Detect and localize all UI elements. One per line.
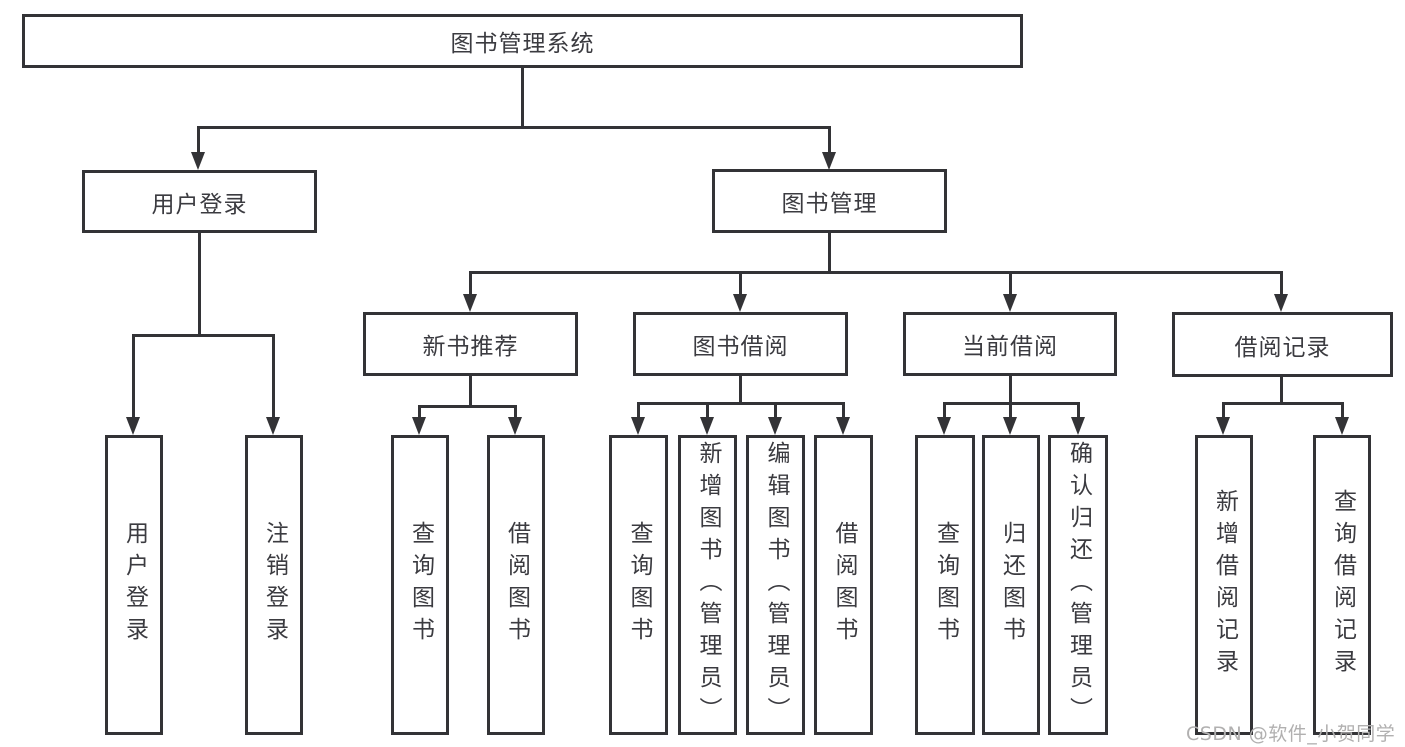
arrowhead-borrow-borrow [836, 417, 850, 435]
leaf-records-query-borrow-record: 查询借阅记录 [1313, 435, 1371, 735]
arrowhead-book-management [822, 152, 836, 170]
connector-book-management-trunk [828, 233, 831, 274]
leaf-label: 确认归还（管理员） [1065, 441, 1092, 729]
connector-drop-leaf-user-login [132, 334, 135, 420]
node-current-borrowing: 当前借阅 [903, 312, 1117, 376]
node-label: 图书管理系统 [450, 31, 595, 57]
leaf-label: 新增借阅记录 [1211, 489, 1238, 681]
csdn-watermark: CSDN @软件_小贺同学 [1186, 723, 1396, 745]
leaf-newbook-query-books: 查询图书 [391, 435, 449, 735]
leaf-current-return-books: 归还图书 [982, 435, 1040, 735]
connector-drop-current-confirm [1077, 402, 1080, 420]
arrowhead-new-book [463, 294, 477, 312]
arrowhead-borrow-edit [768, 417, 782, 435]
connector-login-rail [132, 334, 275, 337]
arrowhead-current-borrowing [1003, 294, 1017, 312]
node-root-library-system: 图书管理系统 [22, 14, 1023, 68]
connector-drop-newbook-query [418, 405, 421, 420]
connector-drop-records-query [1341, 402, 1344, 420]
leaf-label: 查询图书 [407, 521, 434, 649]
connector-root-trunk [521, 68, 524, 128]
leaf-label: 归还图书 [998, 521, 1025, 649]
node-book-management: 图书管理 [712, 169, 947, 233]
leaf-borrow-add-books-admin: 新增图书（管理员） [678, 435, 737, 735]
leaf-label: 新增图书（管理员） [695, 441, 721, 729]
connector-records-rail [1222, 402, 1344, 405]
connector-book-borrowing-trunk [739, 376, 742, 405]
arrowhead-borrowing-records [1274, 294, 1288, 312]
leaf-user-login: 用户登录 [105, 435, 163, 735]
leaf-label: 编辑图书（管理员） [763, 441, 789, 729]
arrowhead-newbook-borrow [508, 417, 522, 435]
connector-drop-borrow-borrow [842, 402, 845, 420]
node-new-book-recommendation: 新书推荐 [363, 312, 578, 376]
node-label: 用户登录 [151, 191, 248, 218]
arrowhead-leaf-user-login [126, 417, 140, 435]
leaf-borrow-query-books: 查询图书 [609, 435, 668, 735]
node-label: 当前借阅 [962, 334, 1058, 360]
leaf-label: 查询图书 [932, 521, 959, 649]
leaf-current-confirm-return-admin: 确认归还（管理员） [1048, 435, 1108, 735]
leaf-label: 注销登录 [261, 521, 288, 649]
leaf-label: 查询借阅记录 [1329, 489, 1356, 681]
node-borrowing-records: 借阅记录 [1172, 312, 1393, 377]
leaf-current-query-books: 查询图书 [915, 435, 975, 735]
leaf-label: 查询图书 [626, 521, 652, 649]
leaf-logout: 注销登录 [245, 435, 303, 735]
connector-level2-rail [197, 126, 831, 129]
connector-user-login-trunk [198, 233, 201, 337]
connector-drop-new-book [469, 271, 472, 298]
leaf-newbook-borrow-books: 借阅图书 [487, 435, 545, 735]
connector-new-book-trunk [469, 376, 472, 408]
arrowhead-borrow-add [700, 417, 714, 435]
node-label: 借阅记录 [1234, 334, 1331, 361]
connector-drop-book-borrowing [739, 271, 742, 298]
leaf-borrow-edit-books-admin: 编辑图书（管理员） [746, 435, 805, 735]
connector-drop-current-borrowing [1009, 271, 1012, 298]
connector-newbook-rail [418, 405, 517, 408]
connector-borrow-rail [637, 402, 845, 405]
arrowhead-newbook-query [412, 417, 426, 435]
arrowhead-borrow-query [631, 417, 645, 435]
connector-borrowing-records-trunk [1280, 377, 1283, 405]
arrowhead-records-add [1216, 417, 1230, 435]
node-label: 图书管理 [781, 191, 878, 217]
arrowhead-current-query [937, 417, 951, 435]
connector-current-borrowing-trunk [1009, 376, 1012, 405]
arrowhead-current-confirm [1071, 417, 1085, 435]
connector-drop-records-add [1222, 402, 1225, 420]
leaf-records-add-borrow-record: 新增借阅记录 [1195, 435, 1253, 735]
arrowhead-book-borrowing [733, 294, 747, 312]
node-label: 图书借阅 [692, 334, 789, 360]
connector-drop-newbook-borrow [514, 405, 517, 420]
connector-drop-user-login [197, 126, 200, 156]
arrowhead-leaf-logout [266, 417, 280, 435]
connector-drop-current-return [1009, 402, 1012, 420]
connector-drop-book-management [828, 126, 831, 156]
arrowhead-user-login [191, 152, 205, 170]
leaf-label: 用户登录 [121, 521, 148, 649]
node-user-login: 用户登录 [82, 170, 317, 233]
leaf-label: 借阅图书 [503, 521, 530, 649]
arrowhead-records-query [1335, 417, 1349, 435]
connector-drop-borrow-edit [774, 402, 777, 420]
node-label: 新书推荐 [422, 334, 519, 360]
arrowhead-current-return [1003, 417, 1017, 435]
leaf-borrow-borrow-books: 借阅图书 [814, 435, 873, 735]
connector-drop-borrow-query [637, 402, 640, 420]
connector-drop-leaf-logout [272, 334, 275, 420]
leaf-label: 借阅图书 [831, 521, 857, 649]
connector-drop-current-query [943, 402, 946, 420]
node-book-borrowing: 图书借阅 [633, 312, 848, 376]
connector-drop-borrowing-records [1280, 271, 1283, 298]
connector-drop-borrow-add [706, 402, 709, 420]
connector-level3-rail [469, 271, 1283, 274]
